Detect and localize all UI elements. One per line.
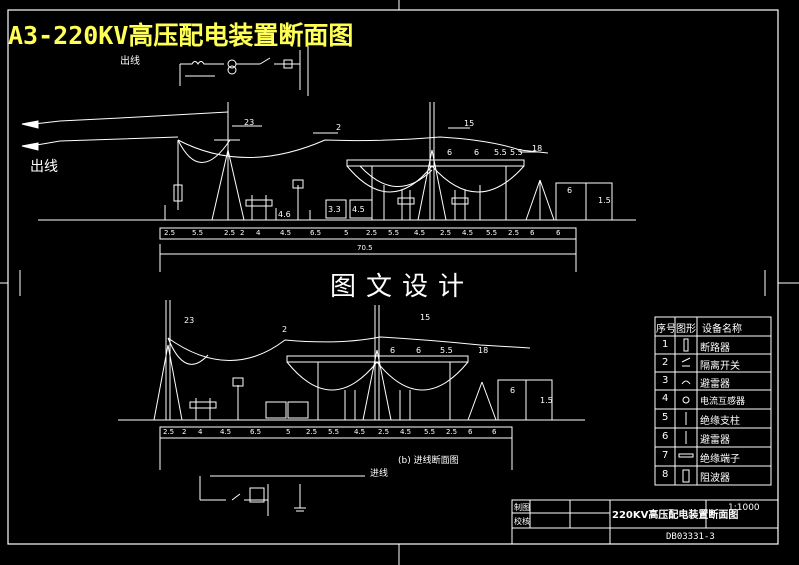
bottom-callout: 6 — [416, 346, 422, 355]
legend-table-grid — [654, 316, 772, 486]
in-line-label: 进线 — [370, 469, 389, 479]
top-dim: 2.5 — [508, 229, 520, 237]
top-callout: 4.5 — [352, 205, 365, 214]
bottom-dim: 2 — [182, 428, 187, 436]
drawing-title: A3-220KV高压配电装置断面图 — [8, 21, 354, 50]
bottom-callout: 18 — [478, 346, 489, 355]
legend-row-no: 6 — [662, 431, 669, 442]
bottom-dim: 6 — [468, 428, 473, 436]
top-dim: 2.5 — [366, 229, 378, 237]
title-block-grid — [511, 499, 779, 545]
top-callout: 23 — [244, 118, 255, 127]
bottom-dim: 4 — [198, 428, 203, 436]
bottom-dim: 5 — [286, 428, 291, 436]
out-line-left-label: 出线 — [30, 159, 58, 175]
top-dim: 5.5 — [388, 229, 400, 237]
top-dim: 4.5 — [280, 229, 292, 237]
legend-row-no: 7 — [662, 450, 669, 461]
legend-row-name: 避雷器 — [700, 435, 730, 446]
top-dim: 2.5 — [224, 229, 236, 237]
legend-header-name: 设备名称 — [702, 324, 742, 335]
top-dim: 2 — [240, 229, 245, 237]
bottom-callout: 6 — [390, 346, 396, 355]
legend-row-name: 绝缘端子 — [700, 454, 740, 465]
legend-header-symbol: 图形 — [676, 324, 696, 335]
top-callout: 3.3 — [328, 205, 341, 214]
top-section — [21, 102, 636, 272]
title-block-drawing-no: DB03331-3 — [666, 532, 715, 542]
bottom-dim: 2.5 — [446, 428, 458, 436]
top-dim: 2.5 — [440, 229, 452, 237]
top-callout: 5.5 — [494, 148, 507, 157]
legend-row-no: 2 — [662, 357, 669, 368]
bottom-callout: 2 — [282, 325, 288, 334]
top-dim: 5 — [344, 229, 349, 237]
bottom-dim: 4.5 — [220, 428, 232, 436]
top-dim: 4.5 — [414, 229, 426, 237]
top-dim: 4.5 — [462, 229, 474, 237]
bottom-dim: 4.5 — [354, 428, 366, 436]
bottom-dim: 6 — [492, 428, 497, 436]
top-callout: 6 — [474, 148, 480, 157]
legend-row-name: 避雷器 — [700, 379, 730, 390]
top-dim: 6 — [556, 229, 561, 237]
legend-row-no: 8 — [662, 469, 669, 480]
title-block-check: 校核 — [514, 517, 530, 526]
legend-row-name: 绝缘支柱 — [700, 416, 740, 427]
out-line-top-label: 出线 — [120, 56, 140, 67]
bottom-dim: 2.5 — [306, 428, 318, 436]
bottom-dim: 6.5 — [250, 428, 262, 436]
section-b-caption: (b) 进线断面图 — [398, 456, 459, 466]
bottom-callout: 1.5 — [540, 396, 553, 405]
legend-row-no: 3 — [662, 375, 669, 386]
legend-row-name: 断路器 — [700, 343, 730, 354]
bottom-callout: 23 — [184, 316, 195, 325]
bottom-dim: 4.5 — [400, 428, 412, 436]
legend-row-no: 4 — [662, 393, 669, 404]
legend-header-no: 序号 — [656, 324, 676, 335]
top-total-dim: 70.5 — [357, 244, 373, 252]
bottom-callout: 15 — [420, 313, 431, 322]
watermark: 图文设计 — [330, 272, 475, 302]
top-dim: 5.5 — [486, 229, 498, 237]
legend-row-name: 隔离开关 — [700, 361, 740, 372]
bottom-callout: 5.5 — [440, 346, 453, 355]
top-dim: 5.5 — [192, 229, 204, 237]
bottom-dim: 2.5 — [163, 428, 175, 436]
title-block-scale: 1:1000 — [728, 503, 760, 513]
top-callout: 6 — [447, 148, 453, 157]
legend-row-no: 5 — [662, 412, 669, 423]
bottom-dim: 5.5 — [328, 428, 340, 436]
legend-row-no: 1 — [662, 339, 669, 350]
top-dim: 4 — [256, 229, 261, 237]
top-dim: 6 — [530, 229, 535, 237]
top-callout: 15 — [464, 119, 475, 128]
title-block-drawing-name: 220KV高压配电装置断面图 — [612, 510, 739, 521]
legend-row-name: 阻波器 — [700, 473, 730, 484]
outer-frame — [7, 9, 779, 545]
top-dim: 6.5 — [310, 229, 322, 237]
top-callout: 4.6 — [278, 210, 291, 219]
top-single-line — [179, 46, 309, 96]
top-callout: 2 — [336, 123, 342, 132]
top-callout: 18 — [532, 144, 543, 153]
bottom-dim: 2.5 — [378, 428, 390, 436]
legend-row-name: 电流互感器 — [700, 397, 746, 407]
top-callout: 5.5 — [510, 148, 523, 157]
bottom-callout: 6 — [510, 386, 516, 395]
title-block-draft: 制图 — [514, 503, 530, 512]
bottom-section — [118, 300, 585, 516]
top-callout: 6 — [567, 186, 573, 195]
top-dim: 2.5 — [164, 229, 176, 237]
top-callout: 1.5 — [598, 196, 611, 205]
bottom-dim: 5.5 — [424, 428, 436, 436]
